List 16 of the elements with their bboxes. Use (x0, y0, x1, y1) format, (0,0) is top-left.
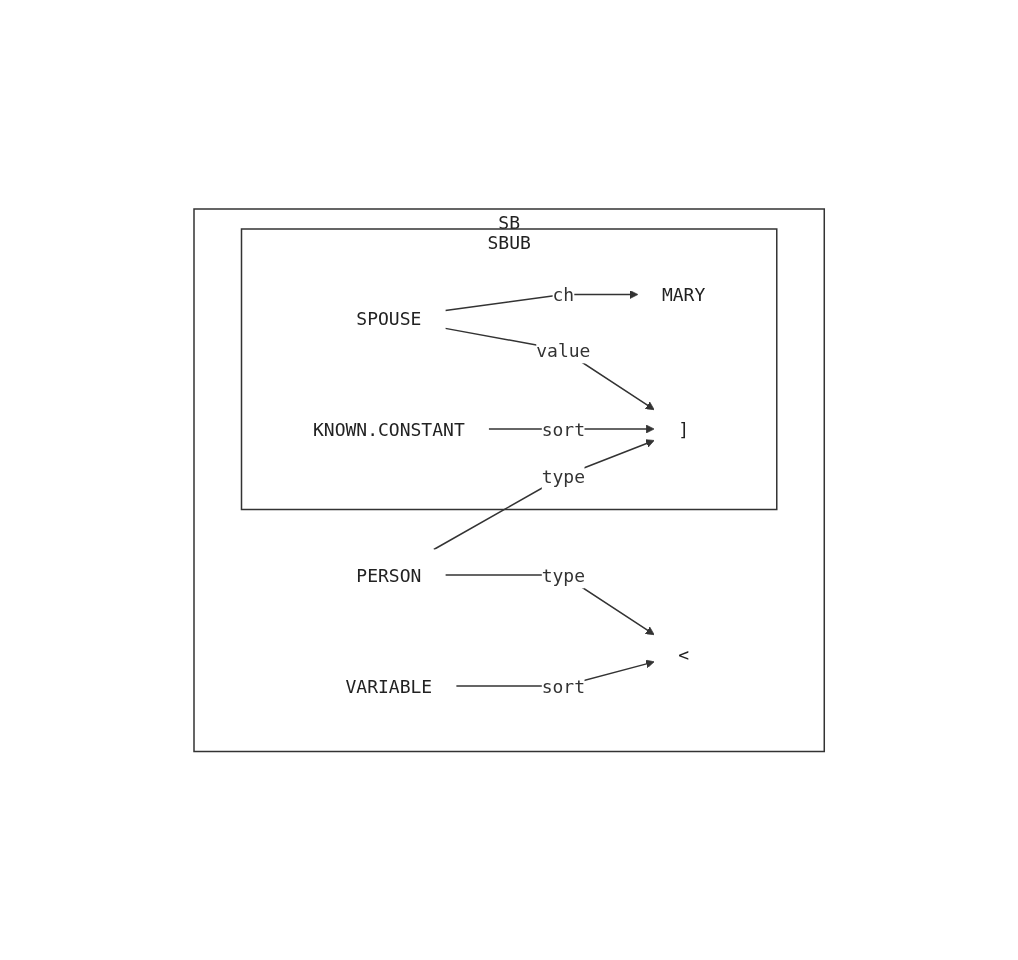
edge-label: ch (552, 283, 575, 305)
arrow (432, 439, 655, 550)
edge-label: sort (541, 418, 585, 440)
node-text: < (678, 643, 689, 665)
node-text: PERSON (356, 564, 422, 586)
node-text: VARIABLE (345, 675, 433, 697)
node-text: KNOWN.CONSTANT (312, 418, 465, 440)
node-text: SPOUSE (356, 307, 422, 329)
edge-label: value (536, 339, 591, 361)
edge-label: type (541, 465, 585, 487)
node-text: MARY (661, 283, 706, 305)
edge-label: type (541, 564, 585, 586)
edge-label: sort (541, 675, 585, 697)
arrow (444, 327, 655, 410)
node-text: ] (678, 418, 689, 440)
arrow (444, 289, 639, 311)
